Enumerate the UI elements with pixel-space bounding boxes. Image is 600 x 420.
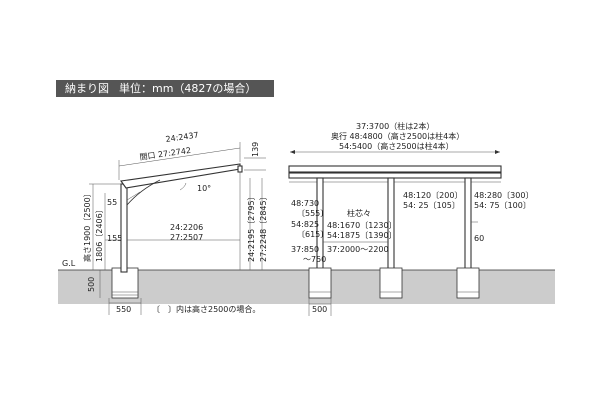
ground-level: G.L [62,259,76,268]
side-dim-55: 55 [107,198,117,207]
side-post [120,183,128,273]
front-depth-48: 奥行 48:4800（高さ2500は柱4本） [331,131,464,141]
side-right-24: 24:2195〔2795〕 [247,192,256,262]
front-foundation-3 [456,267,480,299]
side-right-27: 27:2248〔2845〕 [259,192,268,262]
front-depth-54: 54:5400（高さ2500は柱4本） [339,141,454,151]
front-foundation-1 [308,267,332,299]
front-core-54: 54:1875〔1390〕 [327,231,397,240]
side-dim-139: 139 [251,142,260,157]
side-depth-500: 500 [87,277,96,292]
front-far-280: 48:280〔300〕 [474,191,533,200]
front-core-48: 48:1670〔1230〕 [327,221,397,230]
header-title: 納まり図 [65,82,109,95]
diagram-header: 納まり図単位：mm（4827の場合） [56,80,275,97]
front-bottom-850: 37:850 [291,245,319,254]
front-dim-60: 60 [474,234,484,243]
front-width-500: 500 [312,305,327,314]
front-left-555: 〔555〕 [297,209,328,218]
front-far-75: 54: 75〔100〕 [474,201,531,210]
side-inner-27: 27:2507 [170,233,203,242]
side-dim-155: 155 [107,234,122,243]
front-roof [288,165,502,173]
front-left-825: 54:825 [291,220,319,229]
side-height-1806: 1806〔2406〕 [95,205,104,262]
side-span-dim [118,147,241,167]
front-right-25: 54: 25〔105〕 [403,201,460,210]
side-height: 高さ1900〔2500〕 [82,189,92,262]
side-roof [120,163,241,189]
side-span-24: 24:2437 [165,130,199,144]
side-span-27: 間口 27:2742 [139,146,192,162]
front-left-615: 〔615〕 [297,230,328,239]
front-depth-37: 37:3700（柱は2本） [356,121,434,131]
front-right-120: 48:120〔200〕 [403,191,462,200]
front-left-730: 48:730 [291,199,319,208]
front-post-core: 柱芯々 [347,208,371,218]
front-view: 37:3700（柱は2本） 奥行 48:4800（高さ2500は柱4本） 54:… [288,121,533,316]
front-bottom-37: 37:2000～2200 [327,245,389,254]
side-angle: 10° [197,184,211,193]
side-inner-24: 24:2206 [170,223,203,232]
front-bottom-750: ～750 [303,255,326,264]
header-unit: 単位：mm（4827の場合） [119,82,257,95]
side-width-550: 550 [116,305,131,314]
side-note: 〔 〕内は高さ2500の場合。 [152,304,260,314]
front-post-3 [464,177,472,273]
side-brace [126,179,161,206]
front-foundation-2 [379,267,403,299]
